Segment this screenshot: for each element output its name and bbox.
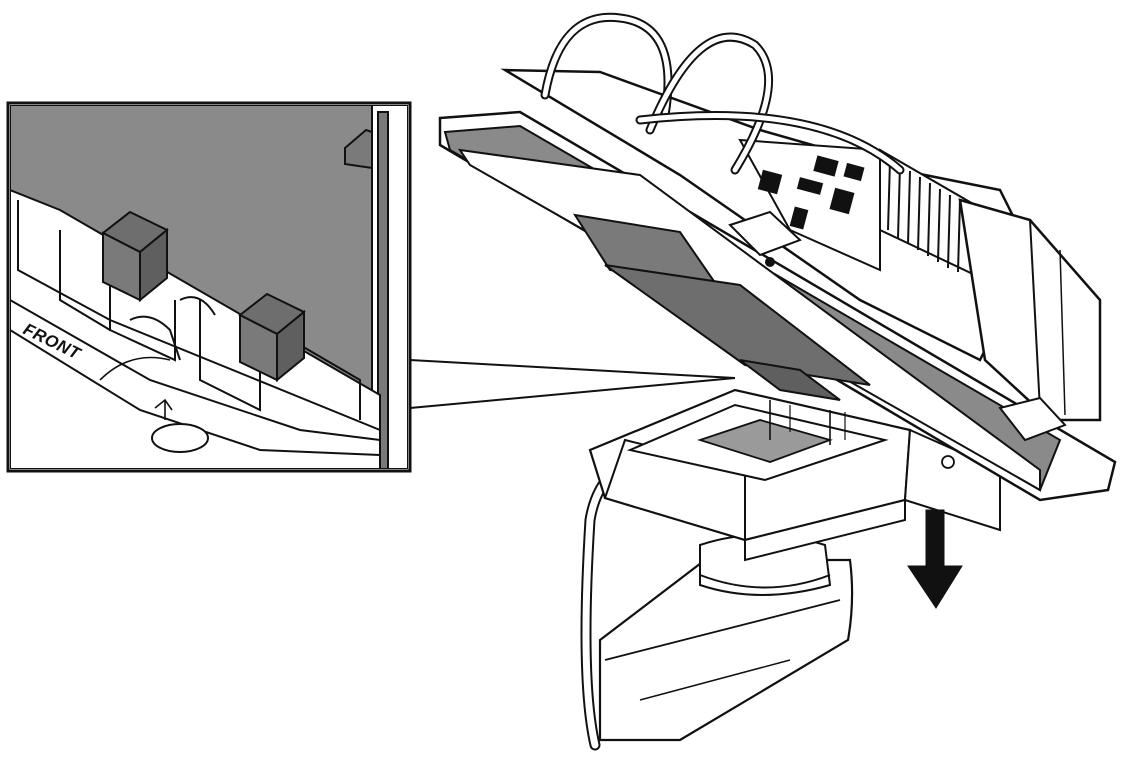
mount-arm [598, 534, 854, 742]
mount-cradle [588, 388, 1001, 562]
callout-leader-lines [409, 359, 736, 409]
projector-unit [438, 68, 1117, 502]
inset-latch-right [238, 292, 306, 383]
cable-loops [540, 12, 905, 175]
arrow-down-icon [907, 509, 963, 609]
detail-inset: FRONT [6, 101, 412, 473]
inset-latch-left [101, 210, 169, 303]
